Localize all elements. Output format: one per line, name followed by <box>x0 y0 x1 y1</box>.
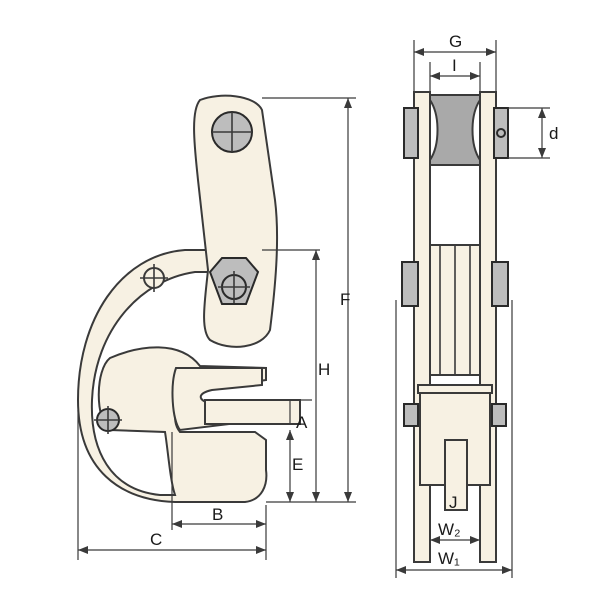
dim-label-d: d <box>549 124 558 143</box>
dim-label-g: G <box>449 32 462 51</box>
middle-right-nut <box>491 261 509 307</box>
dim-label-e: E <box>292 455 303 474</box>
front-view-dimensions: G I d J W₂ W₁ <box>395 32 558 578</box>
clamp-body <box>76 249 268 503</box>
dim-label-h: H <box>318 360 330 379</box>
dim-label-b: B <box>212 505 223 524</box>
side-view-dimensions: F H A E B C <box>77 97 356 560</box>
top-left-nut <box>403 107 419 159</box>
top-sheave <box>429 94 481 166</box>
front-view <box>401 91 509 563</box>
front-left-plate <box>413 91 431 563</box>
clamped-plate <box>204 399 301 425</box>
lower-bar <box>417 384 493 394</box>
middle-left-nut <box>401 261 419 307</box>
dim-label-w1: W₁ <box>438 549 460 568</box>
dim-label-w2: W₂ <box>438 520 461 539</box>
front-right-plate <box>479 91 497 563</box>
dim-label-f: F <box>340 290 350 309</box>
dim-label-j: J <box>449 493 458 512</box>
side-view <box>76 94 301 503</box>
lower-left-nut <box>403 403 419 427</box>
dim-label-c: C <box>150 530 162 549</box>
dim-label-a: A <box>296 413 308 432</box>
lower-right-nut <box>491 403 507 427</box>
dim-label-i: I <box>452 56 457 75</box>
